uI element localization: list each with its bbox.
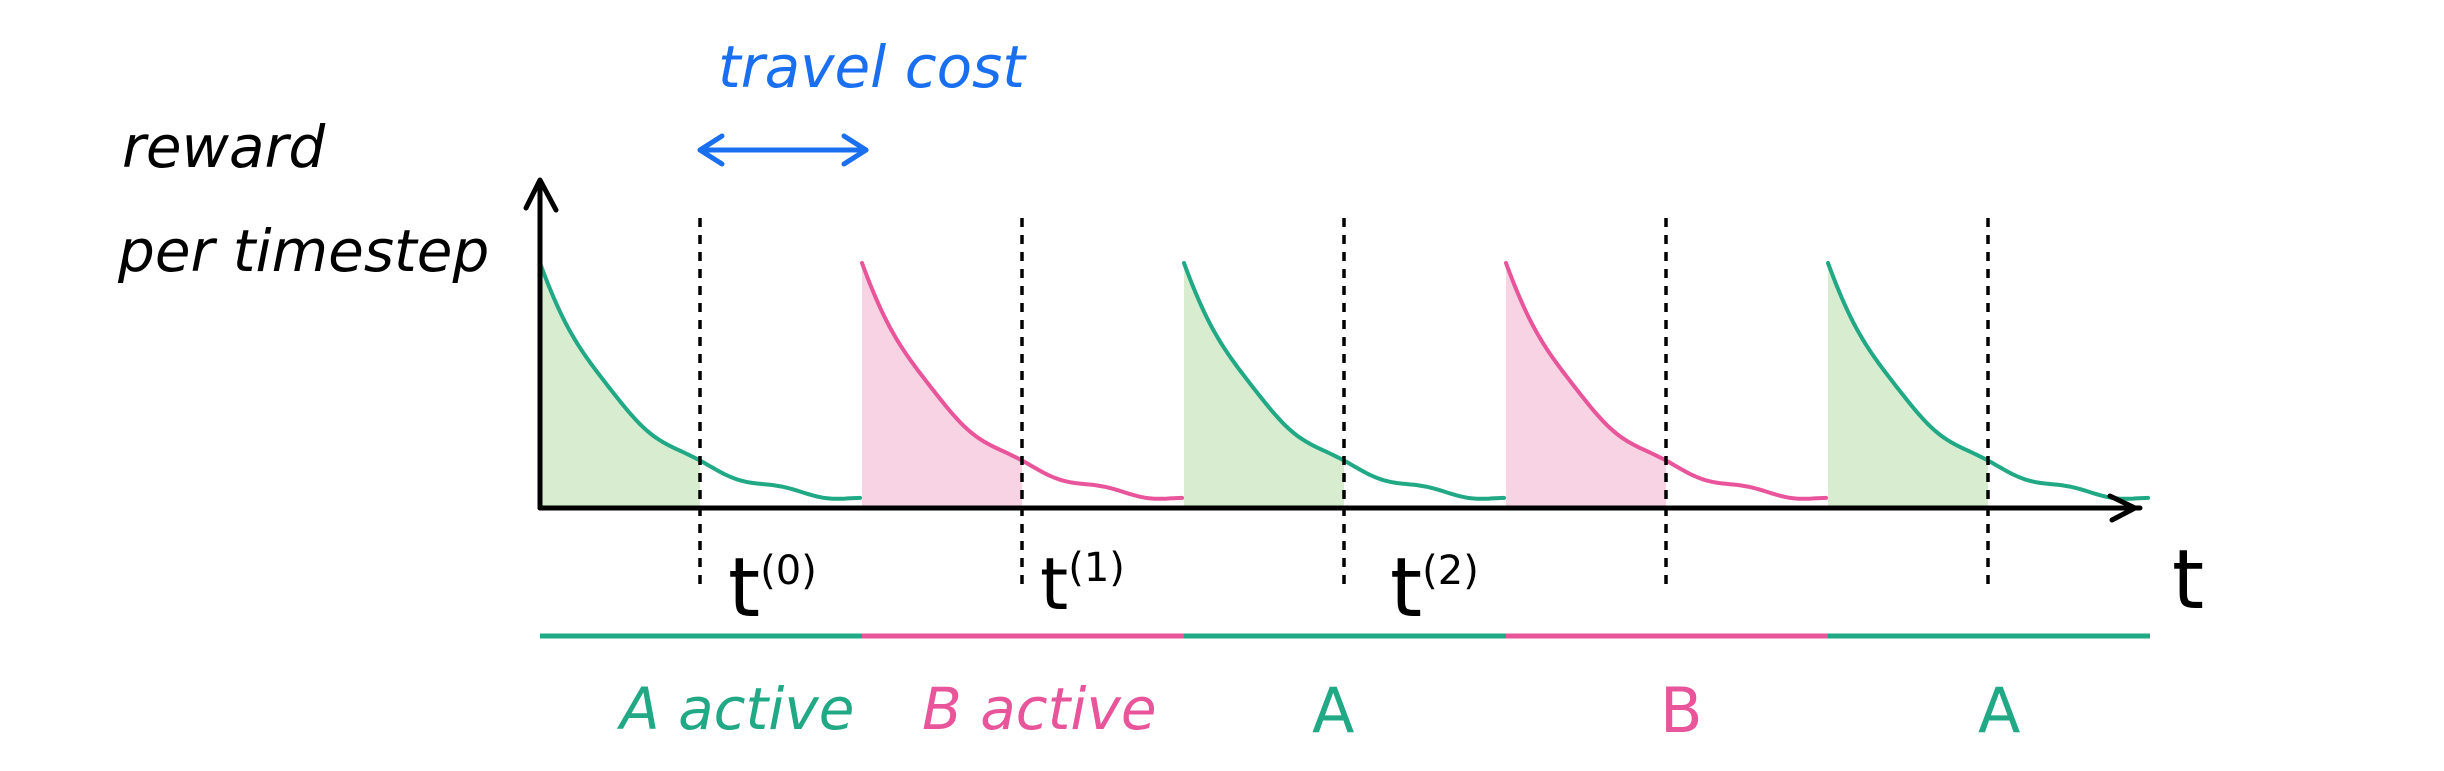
switch-time-label-0: t(0) xyxy=(728,548,817,630)
y-axis-arrowhead xyxy=(523,177,559,213)
y-axis-label-line2: per timestep xyxy=(118,217,490,285)
reward-area-B xyxy=(862,263,1022,508)
reward-area-B xyxy=(1506,263,1666,508)
x-axis-label: t xyxy=(2172,533,2205,628)
switch-time-superscript: (2) xyxy=(1422,548,1479,594)
bar-label-A-active: A active xyxy=(620,675,855,743)
switch-time-label-1: t(1) xyxy=(1040,548,1125,620)
switch-time-base: t xyxy=(1040,542,1069,626)
reward-fills xyxy=(540,263,1988,508)
switch-time-superscript: (0) xyxy=(760,548,817,594)
x-axis-arrowhead xyxy=(2107,493,2138,523)
reward-area-A xyxy=(1828,263,1988,508)
switch-time-base: t xyxy=(728,541,761,636)
travel-cost-label: travel cost xyxy=(718,33,1026,101)
switch-lines xyxy=(698,218,1990,588)
bar-label-A: A xyxy=(1312,674,1355,747)
switch-time-superscript: (1) xyxy=(1068,545,1125,591)
travel-cost-arrow xyxy=(697,133,869,167)
bar-label-B: B xyxy=(1660,674,1703,747)
bar-label-A: A xyxy=(1978,674,2021,747)
switch-time-label-2: t(2) xyxy=(1390,548,1479,630)
y-axis-label-line1: reward xyxy=(122,113,326,181)
switch-time-base: t xyxy=(1390,541,1423,636)
reward-area-A xyxy=(540,263,700,508)
bar-label-B-active: B active xyxy=(922,675,1157,743)
reward-area-A xyxy=(1184,263,1344,508)
